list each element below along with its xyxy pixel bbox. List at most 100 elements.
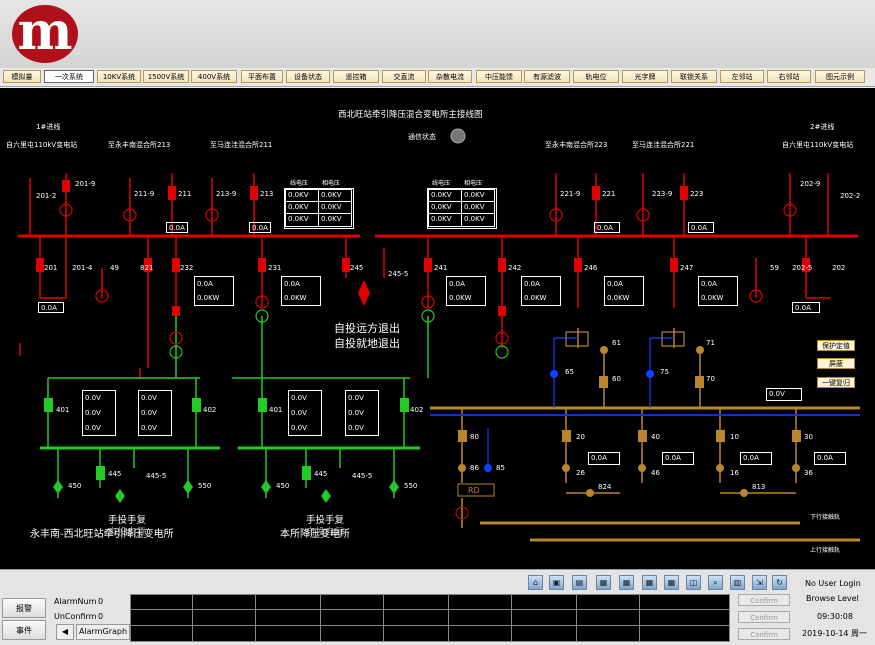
alarm-graph-button[interactable]: AlarmGraph — [76, 624, 130, 640]
window1-icon[interactable]: ▦ — [596, 575, 611, 590]
label-402-b: 402 — [410, 406, 424, 414]
label-242: 242 — [508, 264, 522, 272]
window4-icon[interactable]: ▦ — [664, 575, 679, 590]
window5-icon[interactable]: ◫ — [686, 575, 701, 590]
amp-readout-40: 0.0A — [662, 452, 694, 465]
speaker-icon[interactable]: ◀ — [56, 624, 74, 640]
left-auto-mode: 自投自复 — [108, 527, 147, 538]
tab-remote-box[interactable]: 遥控箱 — [333, 70, 379, 83]
label-550-b: 550 — [404, 482, 418, 490]
label-75: 75 — [660, 368, 669, 376]
tab-ac-dc[interactable]: 交直流 — [382, 70, 426, 83]
label-241: 241 — [434, 264, 448, 272]
map-icon[interactable]: ▥ — [730, 575, 745, 590]
amp-readout-213: 0.0A — [249, 222, 271, 233]
label-30: 30 — [804, 433, 813, 441]
hdr-phase-voltage: 相电压 — [322, 180, 341, 187]
incoming-1-label: 1#进线 — [36, 123, 61, 131]
alarm-num-value: 0 — [98, 597, 104, 606]
tab-mv-feedback[interactable]: 中压能馈 — [476, 70, 522, 83]
label-201-4: 201-4 — [72, 264, 93, 272]
tab-1500v[interactable]: 1500V系统 — [143, 70, 189, 83]
label-86: 86 — [470, 464, 479, 472]
label-821: 821 — [140, 264, 154, 272]
zoom-icon[interactable]: ⌕ — [708, 575, 723, 590]
label-40: 40 — [651, 433, 660, 441]
amp-readout-211: 0.0A — [166, 222, 188, 233]
label-59: 59 — [770, 264, 779, 272]
home-icon[interactable]: ⌂ — [528, 575, 543, 590]
confirm-button-2[interactable]: Confirm — [738, 611, 790, 623]
tab-layout[interactable]: 平面布置 — [241, 70, 283, 83]
tab-symbol-examples[interactable]: 图元示例 — [815, 70, 865, 83]
tab-right-station[interactable]: 右邻站 — [767, 70, 811, 83]
refresh-icon[interactable]: ↻ — [772, 575, 787, 590]
tab-10kv[interactable]: 10KV系统 — [97, 70, 141, 83]
label-211: 211 — [178, 190, 192, 198]
label-202-9: 202-9 — [800, 180, 821, 188]
app-header: m — [0, 0, 875, 68]
tab-active-filter[interactable]: 有源滤波 — [524, 70, 570, 83]
label-60: 60 — [612, 375, 621, 383]
tab-device-status[interactable]: 设备状态 — [286, 70, 330, 83]
label-813: 813 — [752, 483, 766, 491]
label-232: 232 — [180, 264, 194, 272]
label-450-b: 450 — [276, 482, 290, 490]
source-right-label: 自六里屯110kV变电站 — [782, 141, 854, 149]
window2-icon[interactable]: ▦ — [619, 575, 634, 590]
rd-label: RD — [468, 486, 480, 495]
feeder-213-label: 至永丰南混合所213 — [108, 141, 171, 149]
label-201: 201 — [44, 264, 58, 272]
tab-interlock[interactable]: 联锁关系 — [671, 70, 717, 83]
tab-400v[interactable]: 400V系统 — [191, 70, 237, 83]
bus-up-label: 上行接触轨 — [810, 547, 841, 554]
protection-settings-button[interactable]: 保护定值 — [817, 340, 855, 351]
one-click-reset-button[interactable]: 一键复归 — [817, 377, 855, 388]
tab-analog[interactable]: 模拟量 — [3, 70, 41, 83]
confirm-button-1[interactable]: Confirm — [738, 594, 790, 606]
left-station-caption: 永丰南-西北旺站牵引降压变电所 — [30, 529, 174, 540]
save-icon[interactable]: ▣ — [549, 575, 564, 590]
tab-annunciator[interactable]: 光字牌 — [622, 70, 668, 83]
tab-primary-system[interactable]: 一次系统 — [44, 70, 94, 83]
right-manual-mode: 手投手复 — [306, 515, 345, 526]
shield-button[interactable]: 屏蔽 — [817, 358, 855, 369]
label-445-5-a: 445-5 — [146, 472, 167, 480]
print-icon[interactable]: ▤ — [572, 575, 587, 590]
label-46: 46 — [651, 469, 660, 477]
label-211-9: 211-9 — [134, 190, 155, 198]
alarm-list[interactable] — [130, 594, 730, 642]
event-button[interactable]: 事件 — [2, 620, 46, 640]
label-231: 231 — [268, 264, 282, 272]
single-line-diagram: 西北旺站牵引降压混合变电所主接线图 通信状态 1#进线 2#进线 自六里屯110… — [0, 88, 875, 569]
amp-readout-201: 0.0A — [38, 302, 64, 313]
tab-left-station[interactable]: 左邻站 — [720, 70, 764, 83]
label-49: 49 — [110, 264, 119, 272]
label-550-a: 550 — [198, 482, 212, 490]
amp-readout-30: 0.0A — [814, 452, 846, 465]
comm-status-lamp — [450, 128, 466, 144]
amp-readout-223: 0.0A — [688, 222, 714, 233]
window3-icon[interactable]: ▦ — [642, 575, 657, 590]
label-202: 202 — [832, 264, 846, 272]
export-icon[interactable]: ⇲ — [752, 575, 767, 590]
label-26: 26 — [576, 469, 585, 477]
alarm-button[interactable]: 报警 — [2, 598, 46, 618]
label-213: 213 — [260, 190, 274, 198]
confirm-button-3[interactable]: Confirm — [738, 628, 790, 640]
auto-local-status: 自投就地退出 — [334, 337, 400, 350]
label-201-9: 201-9 — [75, 180, 96, 188]
label-10: 10 — [730, 433, 739, 441]
hdr-line-voltage: 线电压 — [290, 180, 309, 187]
label-445-a: 445 — [108, 470, 122, 478]
label-61: 61 — [612, 339, 621, 347]
tab-stray-current[interactable]: 杂散电流 — [428, 70, 472, 83]
feeder-223-label: 至永丰南混合所223 — [545, 141, 608, 149]
label-70: 70 — [706, 375, 715, 383]
tab-rail-potential[interactable]: 轨电位 — [573, 70, 619, 83]
